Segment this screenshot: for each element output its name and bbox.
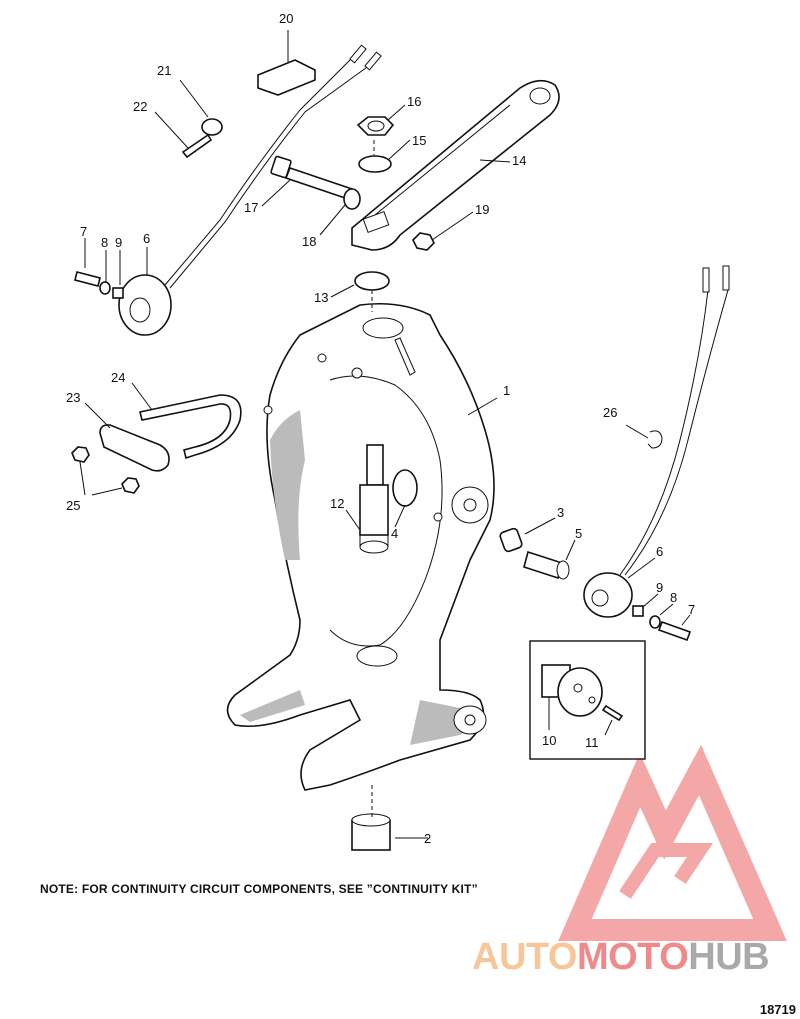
callout-21: 21: [157, 63, 171, 78]
screw-11: [601, 704, 624, 722]
continuity-kit-note: NOTE: FOR CONTINUITY CIRCUIT COMPONENTS,…: [40, 882, 478, 896]
callout-6-left: 6: [143, 231, 150, 246]
trim-sender-left: [118, 44, 382, 336]
callout-25: 25: [66, 498, 80, 513]
callout-14: 14: [512, 153, 526, 168]
steering-arm: [351, 79, 560, 251]
clip-26: [647, 430, 663, 449]
leader-lines: [79, 30, 691, 839]
callout-numbers: 1 2 3 4 5 6 6 7 7 8 8 9 9 10 11 12 13 14…: [66, 11, 695, 846]
callout-7-right: 7: [688, 602, 695, 617]
washer-13: [354, 271, 390, 291]
washer-18: [343, 188, 361, 210]
callout-1: 1: [503, 383, 510, 398]
callout-20: 20: [279, 11, 293, 26]
spacer-3: [499, 527, 523, 553]
callout-9-left: 9: [115, 235, 122, 250]
callout-5: 5: [575, 526, 582, 541]
clip-21: [201, 118, 223, 136]
washer-8-left: [99, 281, 111, 295]
callout-24: 24: [111, 370, 125, 385]
washer-15: [358, 155, 392, 173]
callout-22: 22: [133, 99, 147, 114]
callout-18: 18: [302, 234, 316, 249]
callout-8-right: 8: [670, 590, 677, 605]
watermark-text-hub: HUB: [688, 936, 770, 978]
washer-9-right: [632, 605, 644, 617]
screw-22: [181, 133, 213, 159]
watermark-text-moto: MOTO: [576, 936, 689, 978]
screw-7-left: [74, 271, 101, 287]
bushing-4: [392, 469, 418, 507]
callout-15: 15: [412, 133, 426, 148]
callout-13: 13: [314, 290, 328, 305]
bolt-17: [270, 155, 357, 202]
retainer-20: [257, 59, 316, 96]
u-bolt-24: [139, 394, 242, 460]
callout-23: 23: [66, 390, 80, 405]
callout-4: 4: [391, 526, 398, 541]
callout-8-left: 8: [101, 235, 108, 250]
pin-10: [541, 664, 603, 717]
callout-6-right: 6: [656, 544, 663, 559]
callout-19: 19: [475, 202, 489, 217]
callout-16: 16: [407, 94, 421, 109]
bolt-5: [523, 550, 570, 580]
figure-number: 18719: [759, 1002, 796, 1017]
bushing-2: [351, 813, 391, 851]
watermark-text-auto: AUTO: [472, 936, 577, 978]
callout-12: 12: [330, 496, 344, 511]
callout-10: 10: [542, 733, 556, 748]
nut-19: [412, 232, 435, 251]
callout-9-right: 9: [656, 580, 663, 595]
pin-12: [359, 444, 389, 554]
callout-2: 2: [424, 831, 431, 846]
callout-7-left: 7: [80, 224, 87, 239]
washer-8-right: [649, 615, 661, 629]
nut-16: [356, 116, 395, 136]
washer-9-left: [112, 287, 124, 299]
nut-25b: [121, 477, 140, 494]
plate-23: [99, 424, 170, 472]
callout-17: 17: [244, 200, 258, 215]
watermark-logo: [558, 744, 787, 941]
callout-3: 3: [557, 505, 564, 520]
callout-26: 26: [603, 405, 617, 420]
trim-sender-right: [583, 265, 730, 618]
watermark-text: AUTOMOTOHUB: [472, 936, 770, 979]
callout-11: 11: [585, 735, 599, 750]
screw-7-right: [657, 620, 692, 642]
nut-25a: [71, 446, 90, 463]
